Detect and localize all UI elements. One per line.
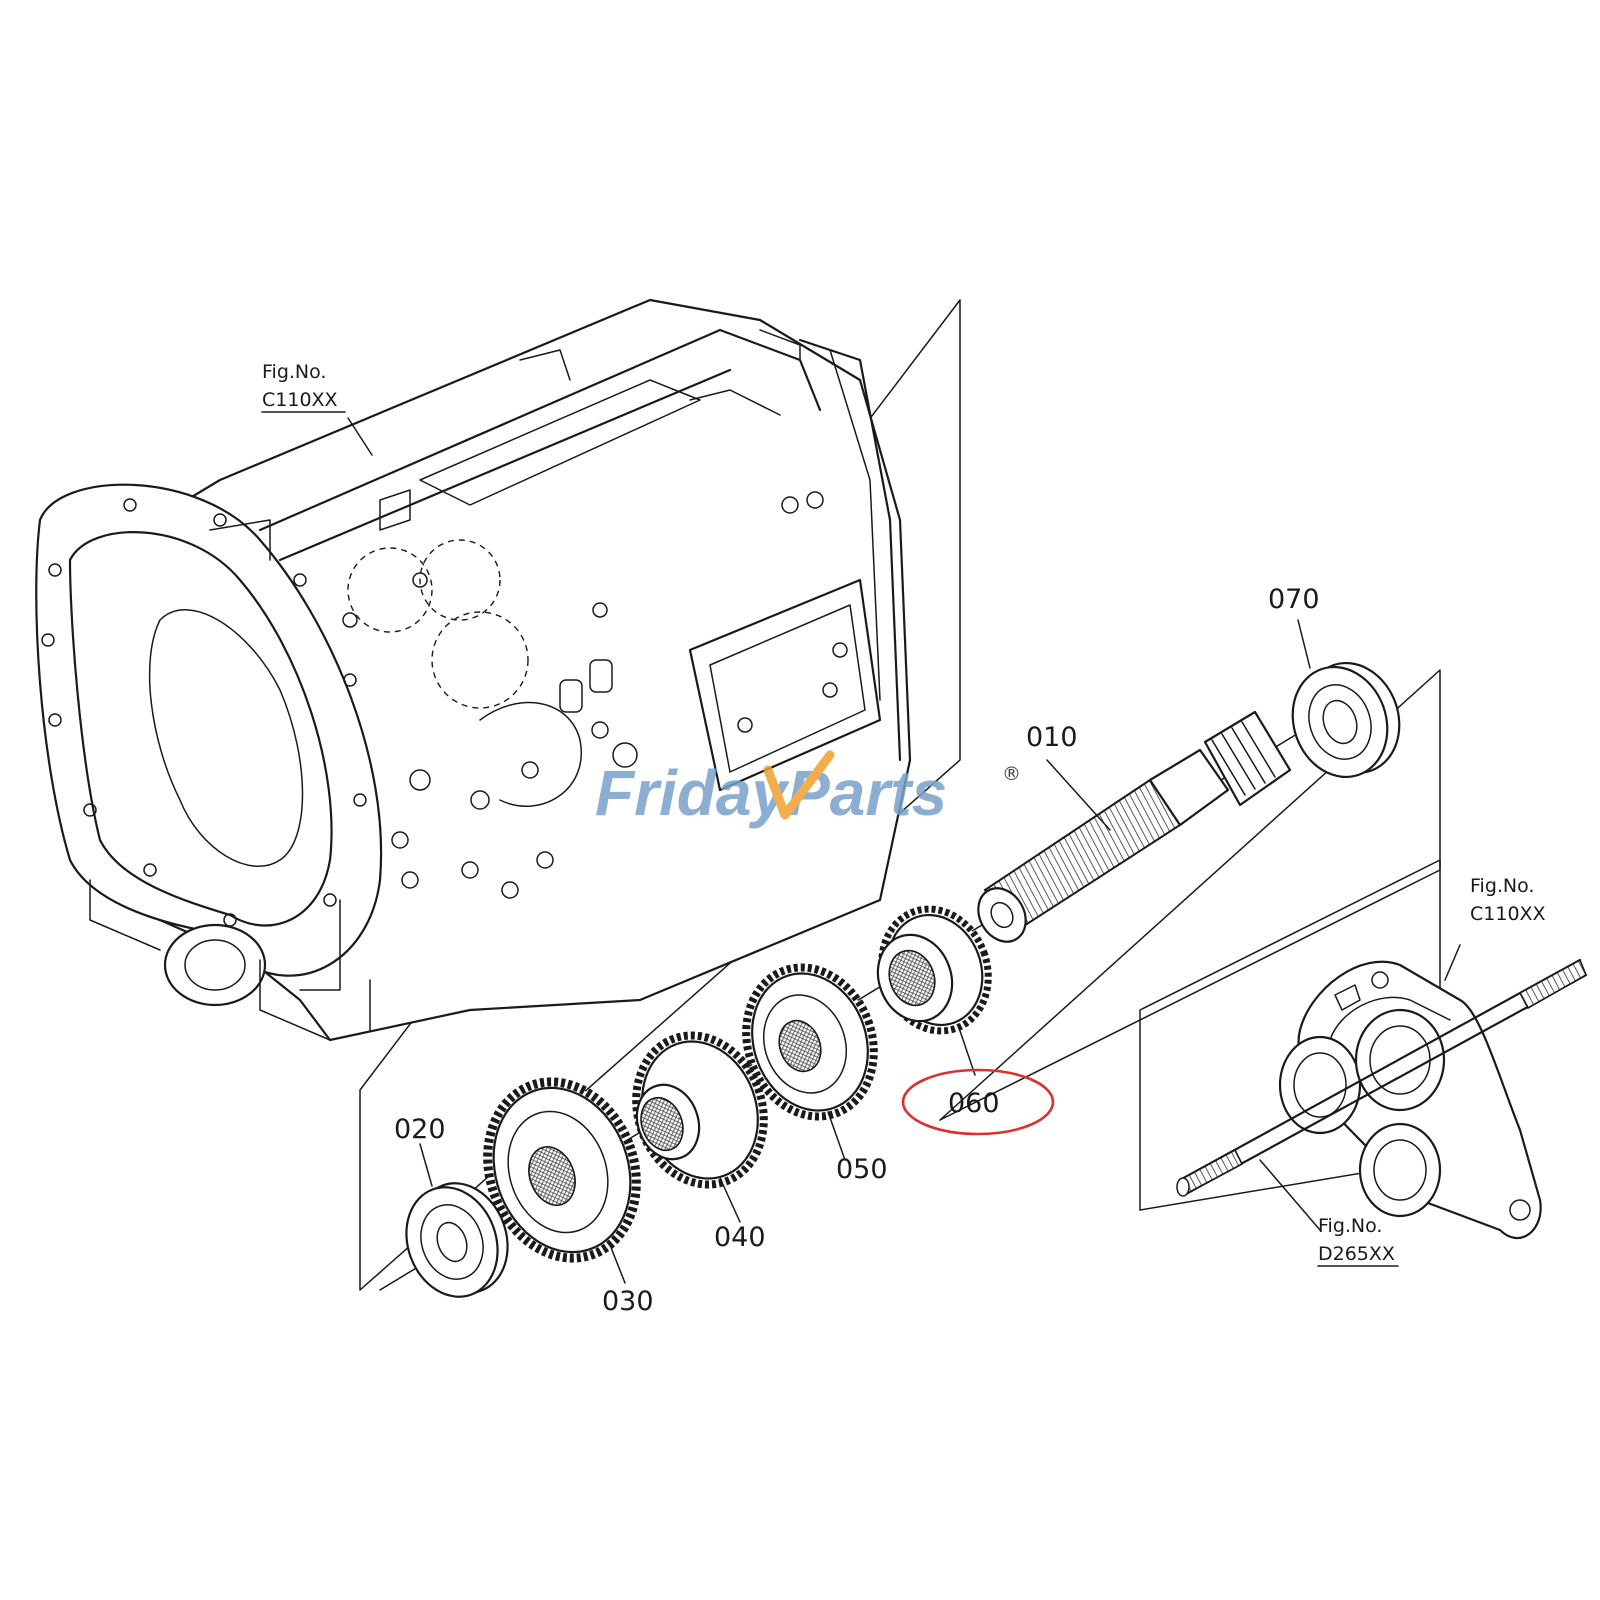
part-040-gear [632,1031,768,1223]
part-070-bearing [1291,619,1401,779]
svg-text:FridayParts: FridayParts [595,757,947,829]
label-040: 040 [714,1222,766,1253]
housing-figure-ref: Fig.No. C110XX [261,361,346,413]
shaft-ref-line2: D265XX [1318,1243,1395,1265]
highlight-ring-060 [901,1068,1055,1136]
label-060: 060 [948,1088,1000,1119]
shaft-figure-ref: Fig.No. D265XX [1317,1215,1399,1267]
part-010-shaft [379,710,1321,1291]
watermark-check-icon [763,750,835,820]
part-030-gear [483,1077,641,1284]
cover-shaft-assembly [1139,859,1588,1240]
watermark-logo: FridayParts ® [595,750,1021,829]
shaft-assembly-frame [939,669,1441,1121]
watermark-registered-mark: ® [1002,763,1021,785]
label-020: 020 [394,1114,446,1145]
transmission-housing [35,298,961,1291]
label-010: 010 [1026,722,1078,753]
housing-ref-line1: Fig.No. [262,361,326,383]
watermark-text-b: Parts [787,757,947,829]
part-060-gear [876,905,992,1076]
cover-ref-line1: Fig.No. [1470,875,1534,897]
label-070: 070 [1268,584,1320,615]
label-050: 050 [836,1154,888,1185]
shaft-ref-line1: Fig.No. [1318,1215,1382,1237]
cover-figure-ref: Fig.No. C110XX [1470,875,1546,925]
label-030: 030 [602,1286,654,1317]
housing-ref-line2: C110XX [262,389,338,411]
watermark-text-a: Friday [595,757,790,829]
part-020-bearing [405,1143,509,1298]
cover-ref-line2: C110XX [1470,903,1546,925]
part-050-gear [742,963,878,1161]
